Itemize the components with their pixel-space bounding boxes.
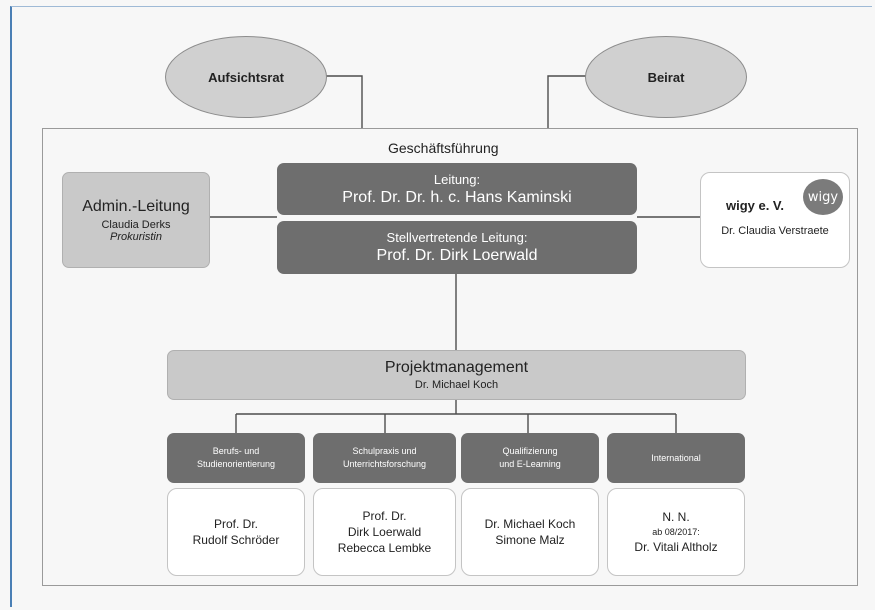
- dept-3-person-2: Simone Malz: [495, 533, 565, 547]
- dept-1-person-2: Rudolf Schröder: [192, 533, 280, 547]
- project-management-title: Projektmanagement: [384, 359, 529, 376]
- dept-4-line1: International: [651, 452, 701, 463]
- beirat-label: Beirat: [647, 69, 685, 85]
- dept-2-person-2: Dirk Loerwald: [347, 525, 422, 539]
- project-management-box: Projektmanagement Dr. Michael Koch: [167, 350, 746, 400]
- leadership-role: Leitung:: [433, 171, 481, 187]
- wigy-logo-text: wigy: [807, 189, 839, 205]
- dept-4-person-2: ab 08/2017:: [652, 527, 700, 537]
- dept-2-person-3: Rebecca Lembke: [337, 541, 432, 555]
- dept-3-line2: und E-Learning: [499, 459, 561, 469]
- connector-aufsichtsrat: [322, 75, 363, 128]
- dept-people-2: Prof. Dr. Dirk Loerwald Rebecca Lembke: [313, 488, 456, 576]
- management-title: Geschäftsführung: [388, 140, 499, 156]
- deputy-name: Prof. Dr. Dirk Loerwald: [376, 247, 538, 264]
- dept-3-person-1: Dr. Michael Koch: [484, 517, 576, 531]
- dept-1-person-1: Prof. Dr.: [213, 517, 258, 531]
- leadership-box: Leitung: Prof. Dr. Dr. h. c. Hans Kamins…: [277, 163, 637, 215]
- dept-2-line2: Unterrichtsforschung: [342, 459, 427, 469]
- dept-1-line2: Studienorientierung: [196, 459, 276, 469]
- project-management-name: Dr. Michael Koch: [414, 379, 499, 391]
- dept-people-1: Prof. Dr. Rudolf Schröder: [167, 488, 305, 576]
- wigy-logo: wigy: [803, 179, 843, 215]
- dept-2-person-1: Prof. Dr.: [362, 509, 407, 523]
- aufsichtsrat-node: Aufsichtsrat: [165, 36, 327, 118]
- wigy-name: Dr. Claudia Verstraete: [721, 224, 829, 237]
- dept-2-line1: Schulpraxis und: [352, 446, 417, 456]
- dept-header-1: Berufs- und Studienorientierung: [167, 433, 305, 483]
- leadership-name: Prof. Dr. Dr. h. c. Hans Kaminski: [342, 188, 572, 206]
- deputy-box: Stellvertretende Leitung: Prof. Dr. Dirk…: [277, 221, 637, 274]
- deputy-role: Stellvertretende Leitung:: [386, 230, 528, 245]
- dept-people-4: N. N. ab 08/2017: Dr. Vitali Altholz: [607, 488, 745, 576]
- dept-people-3: Dr. Michael Koch Simone Malz: [461, 488, 599, 576]
- admin-title: Admin.-Leitung: [82, 197, 190, 215]
- admin-box: Admin.-Leitung Claudia Derks Prokuristin: [62, 172, 210, 268]
- dept-header-2: Schulpraxis und Unterrichtsforschung: [313, 433, 456, 483]
- dept-header-3: Qualifizierung und E-Learning: [461, 433, 599, 483]
- aufsichtsrat-label: Aufsichtsrat: [208, 69, 284, 85]
- dept-header-4: International: [607, 433, 745, 483]
- wigy-title: wigy e. V.: [725, 197, 785, 213]
- beirat-node: Beirat: [585, 36, 747, 118]
- dept-4-person-1: N. N.: [662, 510, 690, 524]
- dept-3-line1: Qualifizierung: [502, 446, 558, 456]
- wigy-box: wigy wigy e. V. Dr. Claudia Verstraete: [700, 172, 850, 268]
- dept-1-line1: Berufs- und: [212, 446, 260, 456]
- admin-role: Prokuristin: [110, 230, 162, 243]
- dept-4-person-3: Dr. Vitali Altholz: [634, 540, 718, 554]
- connector-beirat: [547, 75, 588, 128]
- admin-name: Claudia Derks: [101, 218, 171, 231]
